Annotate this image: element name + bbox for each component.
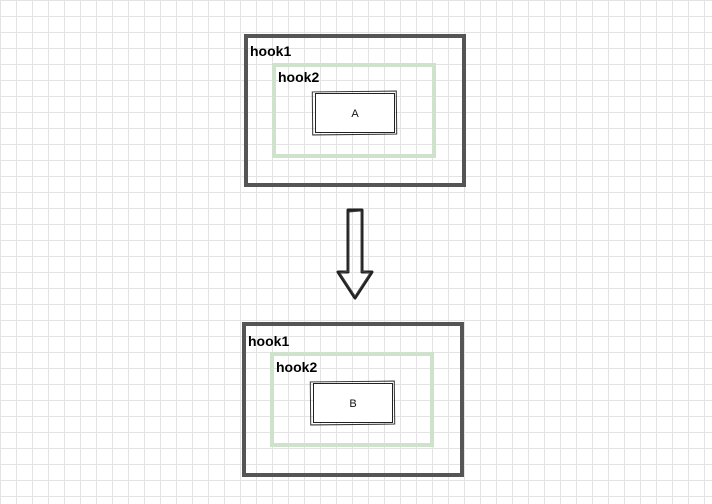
hook1-frame-after [242, 322, 464, 477]
hook2-label-before: hook2 [278, 69, 320, 85]
hook2-label-after: hook2 [276, 359, 318, 375]
hook1-label-before: hook1 [250, 43, 292, 59]
hook2-frame-before [272, 63, 436, 158]
component-label-b: B [349, 398, 357, 410]
down-arrow-icon [336, 208, 374, 300]
component-label-a: A [351, 108, 359, 120]
component-box-b: B [313, 383, 393, 423]
hook1-frame-before [244, 34, 466, 187]
hook1-label-after: hook1 [248, 333, 290, 349]
component-box-a: A [315, 93, 395, 133]
hook2-frame-after [270, 352, 434, 447]
